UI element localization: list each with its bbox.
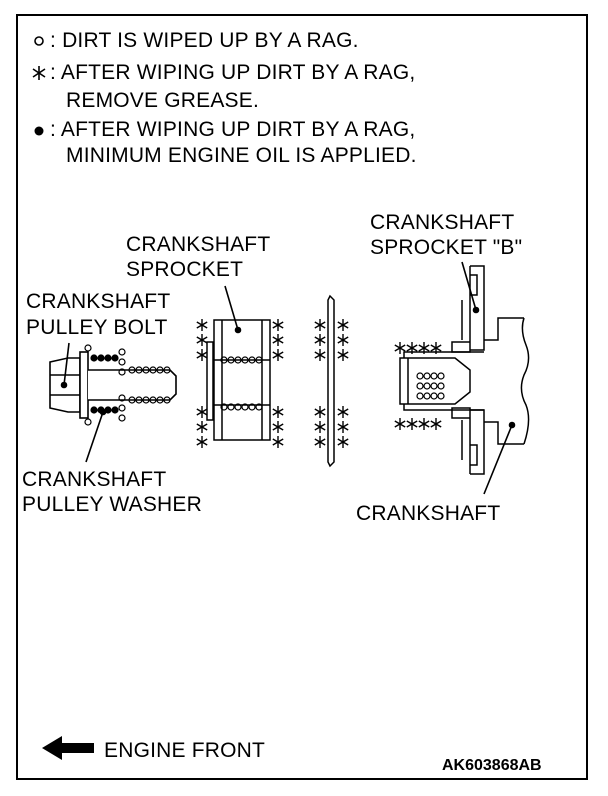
crankshaft-sprocket-b [451,265,485,475]
legend-text-2b: REMOVE GREASE. [66,89,260,112]
legend-text-3: : AFTER WIPING UP DIRT BY A RAG, [50,118,416,141]
sensing-blade-plate [327,294,335,468]
legend-text-1: : DIRT IS WIPED UP BY A RAG. [50,29,359,52]
label-sprocket-line1: CRANKSHAFT [126,233,271,256]
diagram-frame [16,14,588,780]
label-sprocket-b-line1: CRANKSHAFT [370,211,515,234]
label-bolt-line1: CRANKSHAFT [26,290,171,313]
crankshaft-nose-dots [416,372,445,400]
label-washer-line1: CRANKSHAFT [22,468,167,491]
sprocket-dots [220,356,263,411]
figure-code: AK603868AB [442,757,542,774]
engine-front-label: ENGINE FRONT [104,739,266,762]
label-sprocket-line2: SPROCKET [126,258,244,281]
crankshaft-asterisks [394,341,442,431]
label-sprocket-b-line2: SPROCKET "B" [370,236,523,259]
asterisk-icon [32,66,46,80]
label-crankshaft: CRANKSHAFT [356,502,501,525]
label-washer-line2: PULLEY WASHER [22,493,202,516]
legend-text-3b: MINIMUM ENGINE OIL IS APPLIED. [66,144,417,167]
filled-circle-icon [34,126,44,136]
legend-text-2: : AFTER WIPING UP DIRT BY A RAG, [50,61,416,84]
engine-front-arrow-icon [42,736,94,760]
crankshaft-sprocket [206,319,271,441]
label-bolt-line2: PULLEY BOLT [26,316,168,339]
open-circle-icon [34,36,44,46]
crankshaft [399,317,530,445]
leader-lines [60,261,516,495]
plate-asterisks [314,318,349,449]
